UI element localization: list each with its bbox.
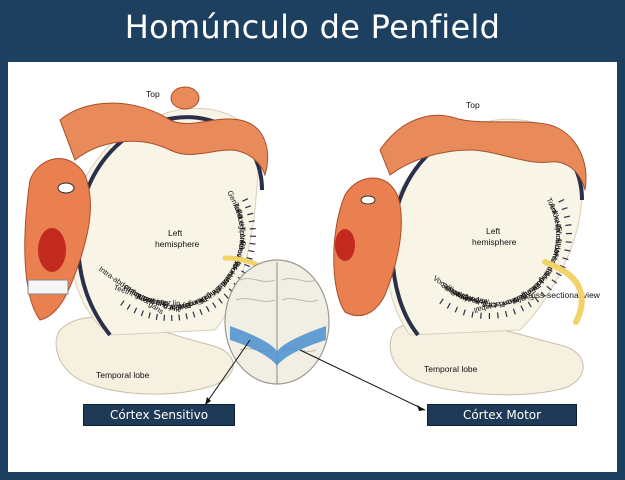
right-cross-section-label: Cross-sectional view bbox=[522, 290, 601, 300]
left-body-label: Face bbox=[163, 303, 180, 312]
left-homunculus-eye bbox=[57, 182, 75, 194]
left-body-tick bbox=[212, 302, 217, 309]
left-body-tick bbox=[248, 249, 255, 253]
right-homunculus-body bbox=[379, 114, 587, 191]
left-body-tick bbox=[155, 313, 158, 321]
left-body-tick bbox=[133, 307, 138, 314]
left-body-tick bbox=[126, 304, 131, 310]
right-body-tick bbox=[565, 224, 572, 227]
left-body-tick bbox=[205, 305, 210, 312]
motor-pointer-arrow bbox=[417, 405, 425, 411]
left-body-tick bbox=[244, 263, 251, 268]
left-body-tick bbox=[218, 298, 223, 304]
left-body-label: Nose bbox=[169, 302, 187, 313]
right-body-tick bbox=[480, 312, 482, 319]
right-body-tick bbox=[564, 249, 571, 252]
right-body-tick bbox=[471, 311, 474, 318]
sensory-pointer-arrow bbox=[205, 397, 211, 405]
left-homunculus-body bbox=[59, 102, 269, 177]
left-body-tick bbox=[148, 312, 151, 319]
left-body-tick bbox=[248, 220, 255, 223]
right-body-tick bbox=[454, 306, 459, 313]
left-body-label: Leg bbox=[236, 216, 247, 230]
right-body-tick bbox=[540, 291, 546, 297]
right-body-tick bbox=[551, 279, 558, 284]
right-body-label: Jaw bbox=[475, 295, 490, 305]
left-body-tick bbox=[120, 300, 125, 306]
left-body-tick bbox=[185, 313, 188, 320]
right-body-tick bbox=[527, 301, 532, 308]
right-body-label: Shoulder bbox=[552, 226, 564, 257]
motor-pointer-line bbox=[299, 349, 426, 411]
right-body-label: Face bbox=[488, 299, 506, 310]
left-body-label: Trunk bbox=[238, 227, 247, 246]
right-body-tick bbox=[520, 305, 525, 312]
left-homunculus-foot bbox=[170, 86, 200, 110]
right-body-tick bbox=[496, 312, 499, 319]
left-temporal-label: Temporal lobe bbox=[96, 370, 150, 380]
right-body-tick bbox=[462, 309, 466, 316]
right-body-tick bbox=[446, 302, 451, 309]
right-body-tick bbox=[439, 298, 444, 305]
left-body-tick bbox=[242, 198, 249, 202]
left-body-label: Upper lip bbox=[150, 297, 181, 308]
right-body-tick bbox=[546, 285, 552, 291]
right-body-tick bbox=[555, 272, 562, 277]
left-body-label: Neck bbox=[237, 234, 248, 252]
sensory-cortex-button[interactable]: Córtex Sensitivo bbox=[83, 404, 235, 426]
page-title: Homúnculo de Penfield bbox=[124, 8, 501, 46]
left-body-label: Lips bbox=[152, 296, 167, 307]
left-body-label: Foot bbox=[234, 208, 247, 226]
right-body-tick bbox=[561, 207, 568, 211]
left-body-tick bbox=[249, 242, 256, 245]
right-homunculus-eye bbox=[360, 195, 376, 205]
right-body-label: Lips bbox=[482, 301, 496, 310]
right-body-tick bbox=[512, 308, 516, 315]
left-homunculus-mouth bbox=[38, 228, 66, 272]
left-body-label: Hip bbox=[237, 224, 247, 236]
right-homunculus-mouth bbox=[335, 229, 355, 261]
left-body-tick bbox=[178, 314, 181, 321]
left-body-tick bbox=[199, 309, 203, 316]
right-homunculus-face bbox=[333, 177, 402, 317]
left-body-tick bbox=[247, 212, 254, 216]
right-body-tick bbox=[563, 215, 570, 219]
right-body-label: Elbow bbox=[551, 238, 564, 260]
right-body-tick bbox=[534, 296, 540, 303]
top-view-brain bbox=[224, 259, 330, 385]
left-body-tick bbox=[140, 310, 144, 317]
right-body-tick bbox=[562, 257, 569, 261]
right-body-label: Knee bbox=[550, 210, 563, 229]
left-body-tick bbox=[223, 293, 229, 299]
left-body-tick bbox=[245, 205, 252, 209]
sensory-pointer-line bbox=[204, 339, 251, 406]
right-top-label: Top bbox=[466, 100, 480, 110]
left-body-tick bbox=[246, 256, 253, 260]
left-body-tick bbox=[192, 311, 196, 318]
left-top-label: Top bbox=[146, 89, 160, 99]
right-body-tick bbox=[504, 310, 508, 317]
right-temporal-label: Temporal lobe bbox=[424, 364, 478, 374]
left-body-label: Head bbox=[235, 239, 247, 258]
right-yellow-strip bbox=[542, 259, 585, 325]
right-body-label: Hip bbox=[553, 220, 563, 232]
right-body-label: Trunk bbox=[554, 224, 563, 243]
right-body-tick bbox=[558, 198, 565, 203]
motor-cortex-button[interactable]: Córtex Motor bbox=[427, 404, 577, 426]
right-body-tick bbox=[565, 241, 572, 243]
left-body-label: Eye bbox=[177, 300, 191, 311]
left-homunculus-teeth bbox=[27, 279, 69, 295]
